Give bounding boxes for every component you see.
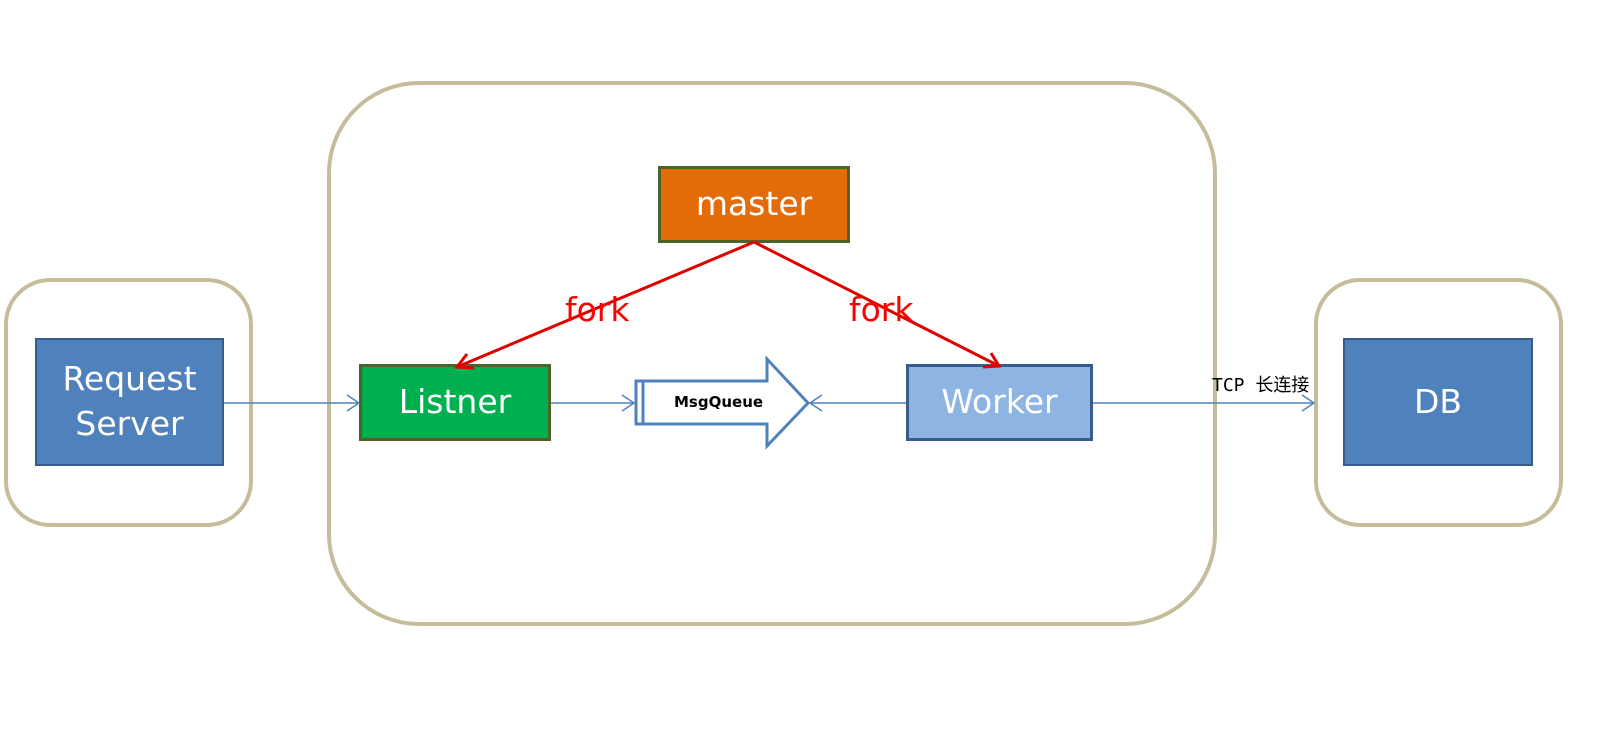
edge-listner-to-msgqueue-arrowhead: [621, 394, 636, 412]
db-node: DB: [1343, 338, 1533, 466]
fork-edge-listner-arrowhead: [454, 353, 475, 370]
msgqueue-arrow-shape: [634, 355, 811, 450]
edge-worker-to-db-arrowhead: [1301, 394, 1316, 412]
listner-node: Listner: [359, 364, 551, 441]
fork-edge-listner: [456, 240, 755, 369]
fork-edge-worker-arrowhead: [982, 352, 1002, 369]
service-container: [327, 81, 1217, 626]
request-server-node: Request Server: [35, 338, 224, 466]
tcp-connection-label: TCP 长连接: [1212, 375, 1310, 396]
edge-request-to-listner-arrowhead: [346, 394, 361, 412]
fork-edge-worker: [753, 240, 1000, 368]
msgqueue-label: MsgQueue: [674, 393, 764, 411]
master-node: master: [658, 166, 850, 243]
edge-worker-to-msgqueue-arrowhead: [808, 394, 823, 412]
fork-label-left: fork: [565, 290, 630, 329]
worker-node: Worker: [906, 364, 1093, 441]
fork-label-right: fork: [849, 290, 914, 329]
